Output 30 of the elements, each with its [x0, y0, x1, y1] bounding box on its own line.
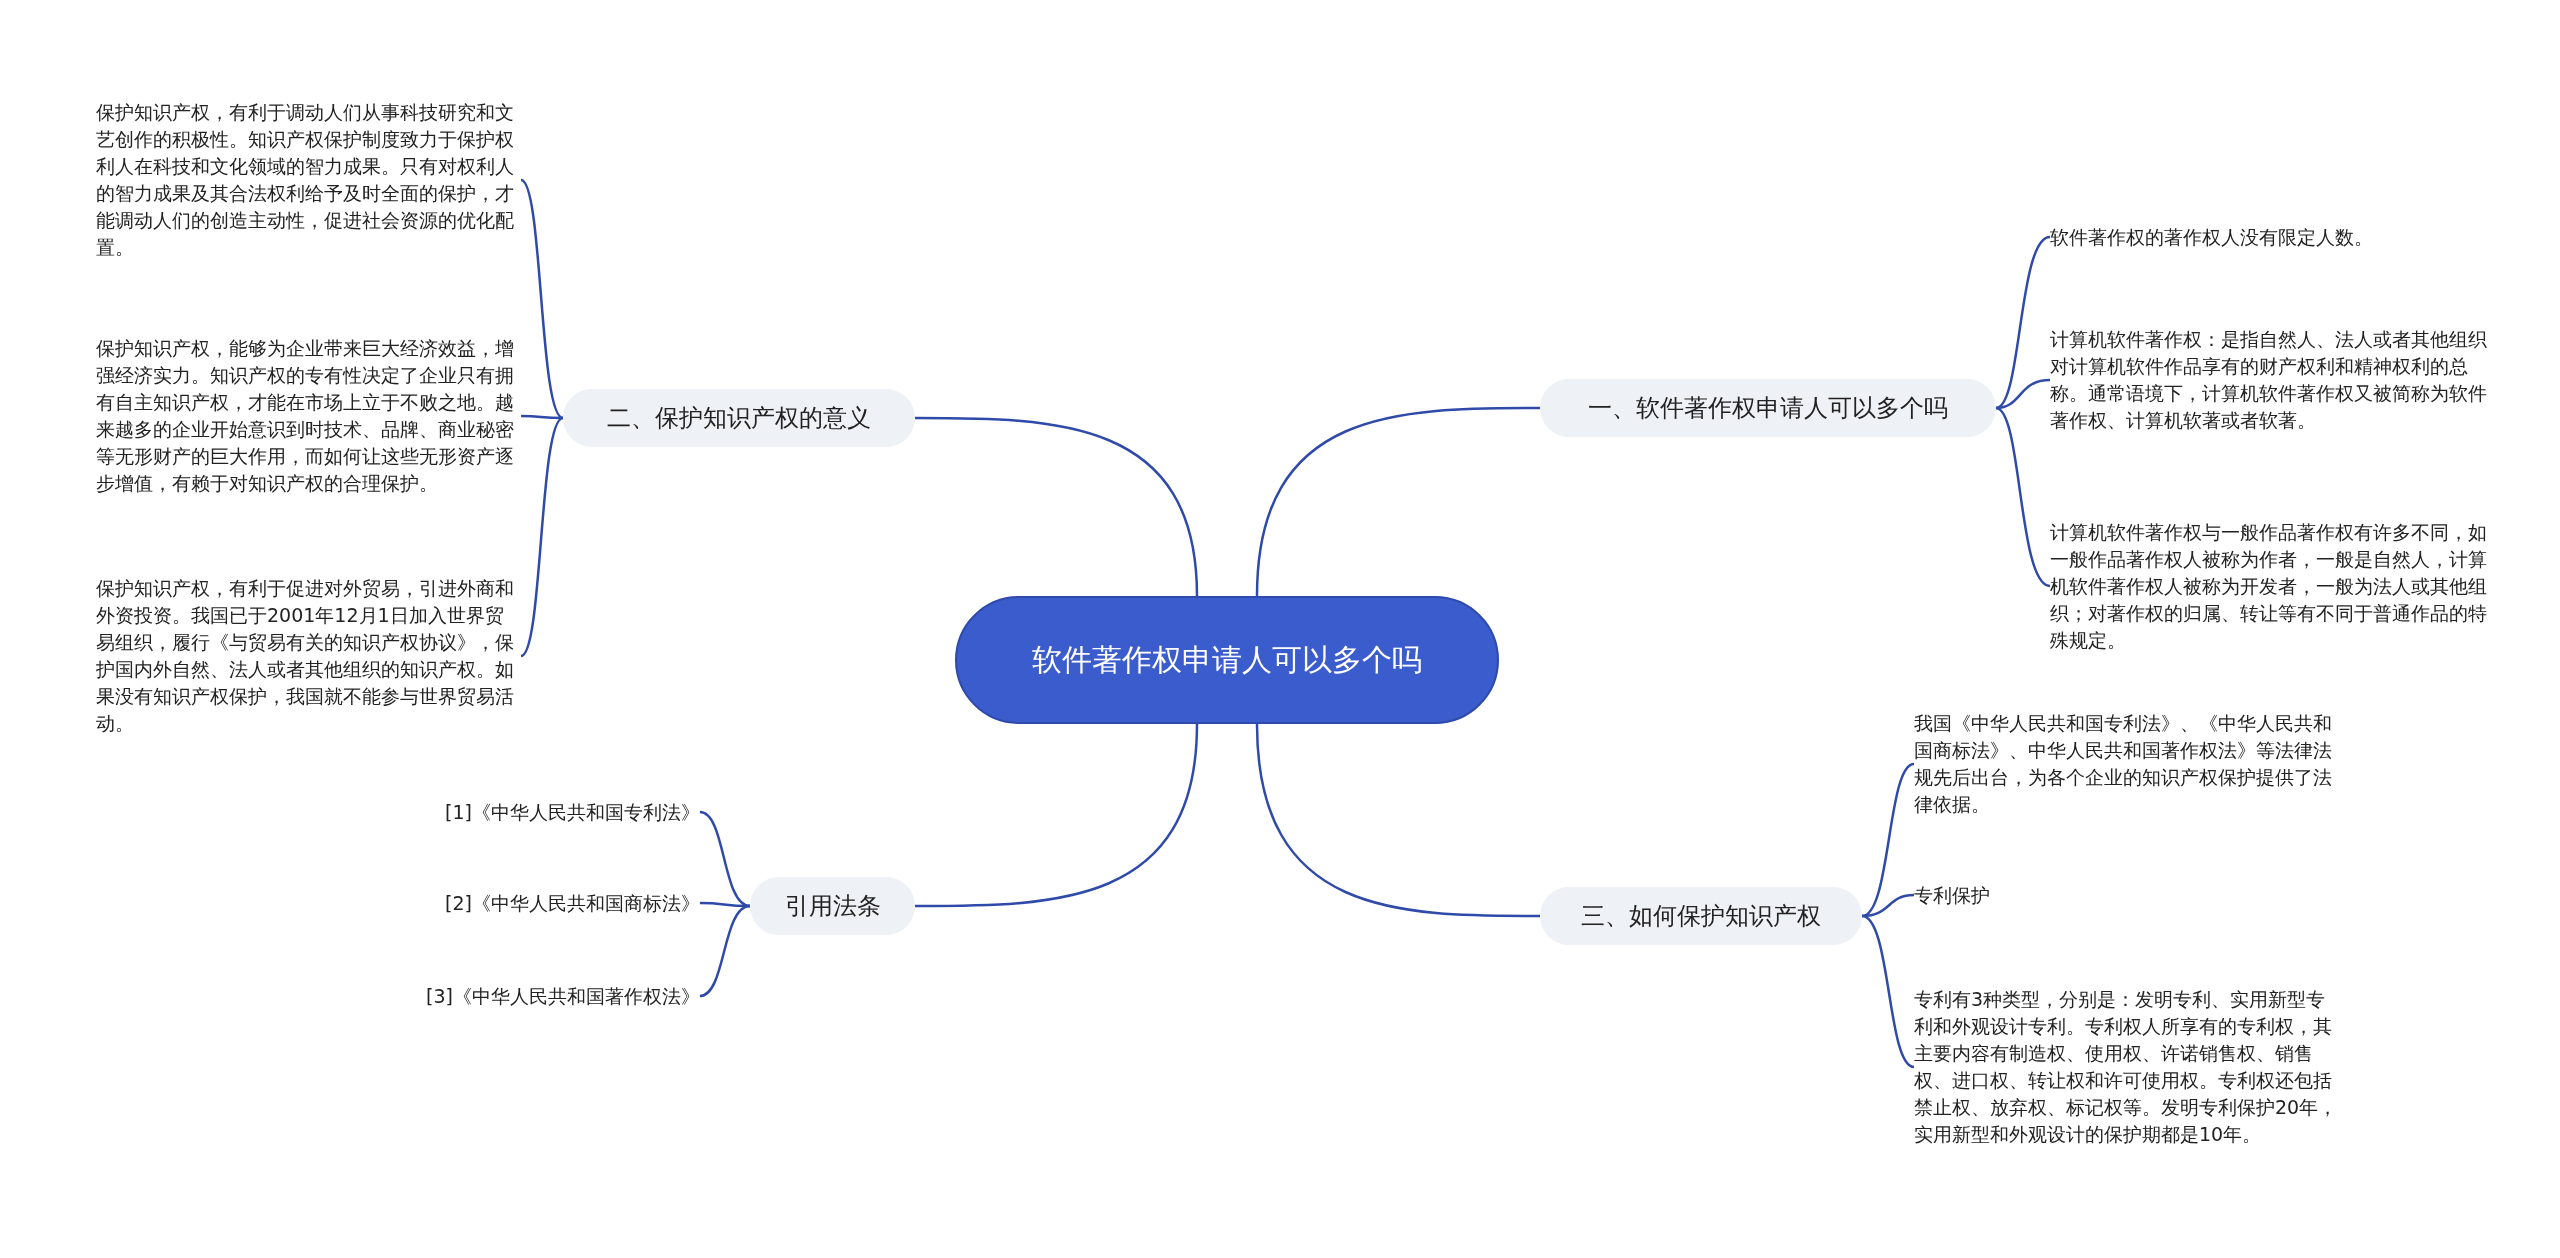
- connector-line: [1255, 406, 1540, 597]
- leaf-text: 专利有3种类型，分别是：发明专利、实用新型专利和外观设计专利。专利权人所享有的专利权，其主要内容有制造权、使用权、许诺销售权、销售权、进口权、转让权和许可使用权。专利权还包括禁止权、放弃权、标记权等。发明专利保护20年，实用新型和外观设计的保护期都是10年。: [1914, 986, 2339, 1148]
- connector-line: [699, 810, 751, 908]
- connector-line: [1995, 406, 2051, 588]
- connector-line: [915, 723, 1199, 908]
- branch-topic: 一、软件著作权申请人可以多个吗: [1540, 379, 1996, 437]
- leaf-text: 计算机软件著作权与一般作品著作权有许多不同，如一般作品著作权人被称为作者，一般是自然人，计算机软件著作权人被称为开发者，一般为法人或其他组织；对著作权的归属、转让等有不同于普通作品的特殊规定。: [2050, 518, 2490, 654]
- leaf-text: 保护知识产权，有利于调动人们从事科技研究和文艺创作的积极性。知识产权保护制度致力于保护权利人在科技和文化领域的智力成果。只有对权利人的智力成果及其合法权利给予及时全面的保护，才能调动人们的创造主动性，促进社会资源的优化配置。: [96, 99, 521, 261]
- connector-line: [520, 417, 564, 657]
- leaf-text: 保护知识产权，有利于促进对外贸易，引进外商和外资投资。我国已于2001年12月1日加入世界贸易组织，履行《与贸易有关的知识产权协议》，保护国内外自然、法人或者其他组织的知识产权。如果没有知识产权保护，我国就不能参与世界贸易活动。: [96, 575, 521, 737]
- leaf-text: 计算机软件著作权：是指自然人、法人或者其他组织对计算机软件作品享有的财产权利和精神权利的总称。通常语境下，计算机软件著作权又被简称为软件著作权、计算机软著或者软著。: [2050, 326, 2490, 434]
- connector-line: [521, 414, 563, 420]
- central-topic: 软件著作权申请人可以多个吗: [955, 596, 1499, 724]
- branch-topic: 二、保护知识产权的意义: [563, 389, 915, 447]
- connector-line: [1995, 235, 2051, 410]
- connector-line: [1861, 914, 1915, 1069]
- connector-line: [520, 179, 564, 419]
- branch-topic: 引用法条: [750, 877, 915, 935]
- leaf-text: 保护知识产权，能够为企业带来巨大经济效益，增强经济实力。知识产权的专有性决定了企业只有拥有自主知识产权，才能在市场上立于不败之地。越来越多的企业开始意识到时技术、品牌、商业秘密等无形财产的巨大作用，而如何让这些无形资产逐步增值，有赖于对知识产权的合理保护。: [96, 335, 521, 497]
- connector-line: [915, 416, 1199, 597]
- connector-line: [1255, 723, 1540, 918]
- leaf-text: 我国《中华人民共和国专利法》、《中华人民共和国商标法》、中华人民共和国著作权法》等法律法规先后出台，为各个企业的知识产权保护提供了法律依据。: [1914, 710, 2339, 818]
- leaf-text: 专利保护: [1914, 881, 2339, 909]
- connector-line: [1861, 762, 1915, 918]
- leaf-text: [1]《中华人民共和国专利法》: [445, 798, 700, 826]
- leaf-text: 软件著作权的著作权人没有限定人数。: [2050, 223, 2490, 251]
- leaf-text: [2]《中华人民共和国商标法》: [445, 889, 700, 917]
- connector-line: [699, 904, 751, 998]
- leaf-text: [3]《中华人民共和国著作权法》: [426, 982, 700, 1010]
- branch-topic: 三、如何保护知识产权: [1540, 887, 1862, 945]
